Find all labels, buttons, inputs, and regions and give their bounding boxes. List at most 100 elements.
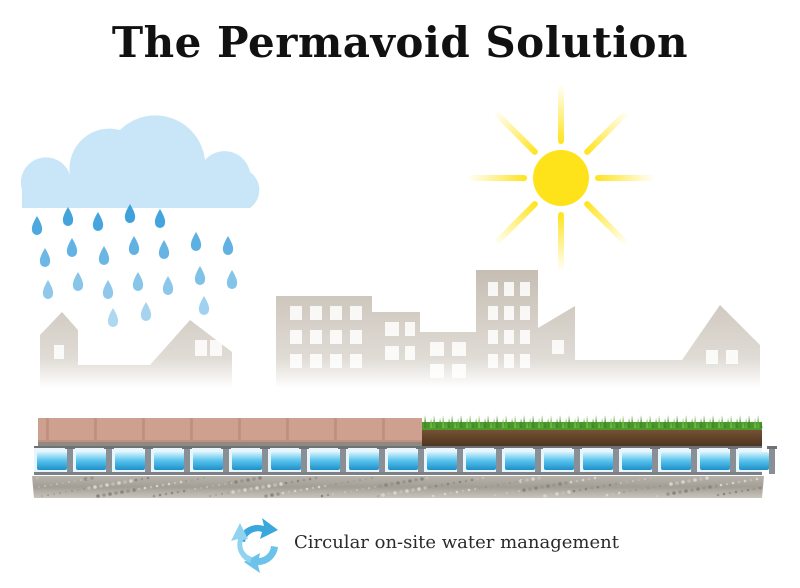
unit-column: [652, 446, 658, 474]
gravel-speck: [467, 488, 471, 492]
gravel-speck: [209, 495, 211, 497]
grass-blade: [580, 421, 583, 428]
gravel-speck: [182, 489, 186, 493]
gravel-speck: [425, 476, 429, 480]
gravel-speck: [359, 479, 361, 481]
gravel-speck: [537, 476, 541, 480]
grass-blade: [481, 421, 484, 428]
gravel-speck: [641, 488, 643, 490]
gravel-speck: [86, 478, 88, 480]
grass-blade: [499, 421, 502, 428]
gravel-speck: [638, 479, 640, 481]
grass-blade: [544, 421, 547, 428]
gravel-speck: [629, 490, 631, 492]
gravel-speck: [518, 490, 520, 492]
building-window: [430, 342, 444, 356]
grass-blade: [448, 418, 451, 428]
gravel-speck: [669, 482, 673, 486]
gravel-speck: [755, 477, 759, 481]
gravel-speck: [440, 483, 444, 487]
building-window: [405, 346, 415, 360]
gravel-speck: [279, 482, 283, 486]
gravel-speck: [96, 494, 100, 498]
grass-blade: [748, 415, 751, 428]
gravel-speck: [143, 486, 147, 490]
unit-column: [223, 446, 229, 474]
grass-blade: [478, 415, 481, 428]
grass-blade: [490, 421, 493, 428]
grass-blade: [436, 421, 439, 428]
grass-blade: [604, 415, 607, 428]
grass-blade: [475, 418, 478, 428]
grass-blade: [565, 418, 568, 428]
gravel-speck: [123, 480, 127, 484]
gravel-speck: [725, 482, 729, 486]
building-window: [330, 306, 342, 320]
unit-column: [379, 446, 385, 474]
grass-blade: [556, 418, 559, 428]
grass-blade: [736, 418, 739, 428]
gravel-speck: [332, 493, 334, 495]
grass-blade: [754, 418, 757, 428]
building-window: [330, 330, 342, 344]
gravel-speck: [308, 477, 312, 481]
gravel-speck: [666, 492, 670, 496]
gravel-speck: [644, 478, 646, 480]
rain-drop: [92, 212, 104, 231]
grass-blade: [433, 415, 436, 428]
grass-blade: [667, 415, 670, 428]
gravel-speck: [117, 481, 121, 485]
grass-blade: [658, 415, 661, 428]
gravel-speck: [675, 481, 679, 485]
grass-blade: [730, 415, 733, 428]
gravel-speck: [396, 481, 400, 485]
buildings-silhouette: [40, 270, 760, 388]
grass-blade: [703, 415, 706, 428]
gravel-speck: [534, 486, 538, 490]
water-cell: [154, 452, 184, 470]
grass-blade: [652, 421, 655, 428]
gravel-speck: [258, 476, 262, 480]
gravel-speck: [584, 487, 588, 491]
rain-drop: [194, 266, 206, 285]
building-window: [452, 364, 466, 378]
gravel-speck: [714, 484, 718, 488]
grass-blade: [535, 421, 538, 428]
gravel-speck: [635, 489, 637, 491]
gravel-speck: [543, 494, 547, 498]
gravel-speck: [596, 485, 600, 489]
rain-drop: [158, 240, 170, 259]
rain-drop: [198, 296, 210, 315]
building-window: [726, 350, 738, 364]
building-window: [290, 354, 302, 368]
gravel-speck: [558, 482, 562, 486]
rain-drop: [39, 248, 51, 267]
rain-cloud-icon: [20, 115, 260, 208]
grass-blade: [688, 421, 691, 428]
water-cell: [700, 452, 730, 470]
grass-blade: [733, 421, 736, 428]
building-window: [350, 330, 362, 344]
gravel-speck: [722, 492, 726, 496]
gravel-speck: [564, 481, 568, 485]
gravel-speck: [399, 490, 403, 494]
unit-column: [301, 446, 307, 474]
building-window: [520, 306, 530, 320]
grass-blade: [562, 421, 565, 428]
gravel-speck: [255, 486, 259, 490]
gravel-speck: [237, 489, 241, 493]
gravel-speck: [437, 493, 441, 497]
gravel-speck: [461, 489, 465, 493]
gravel-speck: [350, 490, 352, 492]
gravel-speck: [140, 477, 144, 481]
gravel-speck: [59, 492, 61, 494]
gravel-speck: [479, 487, 481, 489]
gravel-speck: [464, 479, 468, 483]
gravel-speck: [678, 490, 682, 494]
rain-drop: [98, 246, 110, 265]
water-cell: [115, 452, 145, 470]
gravel-speck: [362, 488, 364, 490]
gravel-speck: [56, 483, 58, 485]
gravel-speck: [243, 488, 247, 492]
grass-blade: [643, 421, 646, 428]
